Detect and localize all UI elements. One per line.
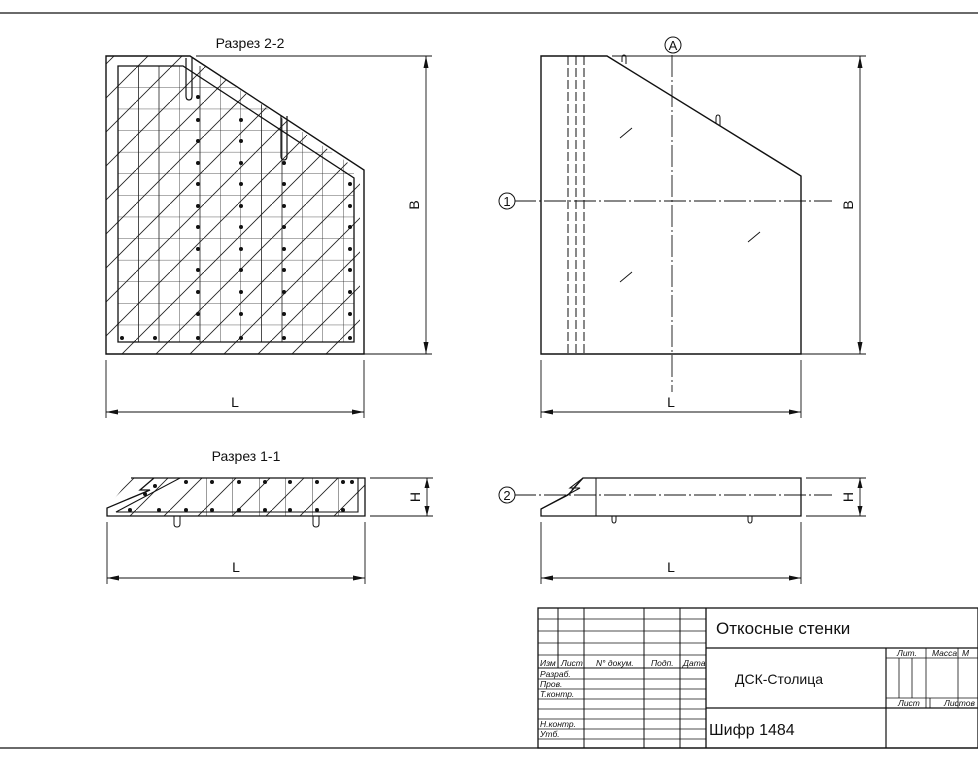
section-2-2: Разрез 2-2 xyxy=(105,35,432,418)
tb-masshtab: М xyxy=(962,648,970,658)
axis-a-marker: A xyxy=(669,38,678,53)
rebar-dots-1-1 xyxy=(128,480,354,512)
section-1-1-title: Разрез 1-1 xyxy=(212,448,281,464)
section-2-2-title: Разрез 2-2 xyxy=(216,35,285,51)
tb-utv: Утб. xyxy=(539,729,560,739)
tb-tkontr: Т.контр. xyxy=(540,689,574,699)
tb-razrab: Разраб. xyxy=(540,669,571,679)
dim-h-1-1: H xyxy=(407,492,423,502)
drawing-title: Откосные стенки xyxy=(716,619,850,638)
tb-izm: Изм xyxy=(540,658,556,668)
tb-sign: Подп. xyxy=(651,658,674,668)
tb-list: Лист xyxy=(560,658,583,668)
dim-b-2-2: B xyxy=(406,200,422,209)
axis-1-marker: 1 xyxy=(503,194,510,209)
title-block xyxy=(537,607,978,749)
dim-h-side: H xyxy=(840,492,856,502)
tb-sheet: Лист xyxy=(897,698,920,708)
axis-2-marker: 2 xyxy=(503,488,510,503)
section-1-1: Разрез 1-1 L H xyxy=(106,448,433,584)
dim-b-front: B xyxy=(840,200,856,209)
tb-sheets: Листов xyxy=(943,698,976,708)
tb-doc: N° докум. xyxy=(596,658,634,668)
tb-prov: Пров. xyxy=(540,679,562,689)
dim-l-front: L xyxy=(667,394,675,410)
tb-date: Дата xyxy=(682,658,706,668)
tb-massa: Масса xyxy=(932,648,957,658)
tb-nkontr: Н.контр. xyxy=(540,719,576,729)
front-view: A 1 L B xyxy=(498,36,866,418)
title-block-text: Изм Лист N° докум. Подп. Дата Разраб. Пр… xyxy=(539,619,976,739)
tb-lit: Лит. xyxy=(896,648,917,658)
organization-name: ДСК-Столица xyxy=(735,671,823,687)
dim-l-2-2: L xyxy=(231,394,239,410)
dim-l-1-1: L xyxy=(232,559,240,575)
drawing-code: Шифр 1484 xyxy=(709,722,795,739)
rebar-dots-2-2 xyxy=(120,95,352,340)
side-view: 2 L H xyxy=(498,477,866,584)
dim-l-side: L xyxy=(667,559,675,575)
